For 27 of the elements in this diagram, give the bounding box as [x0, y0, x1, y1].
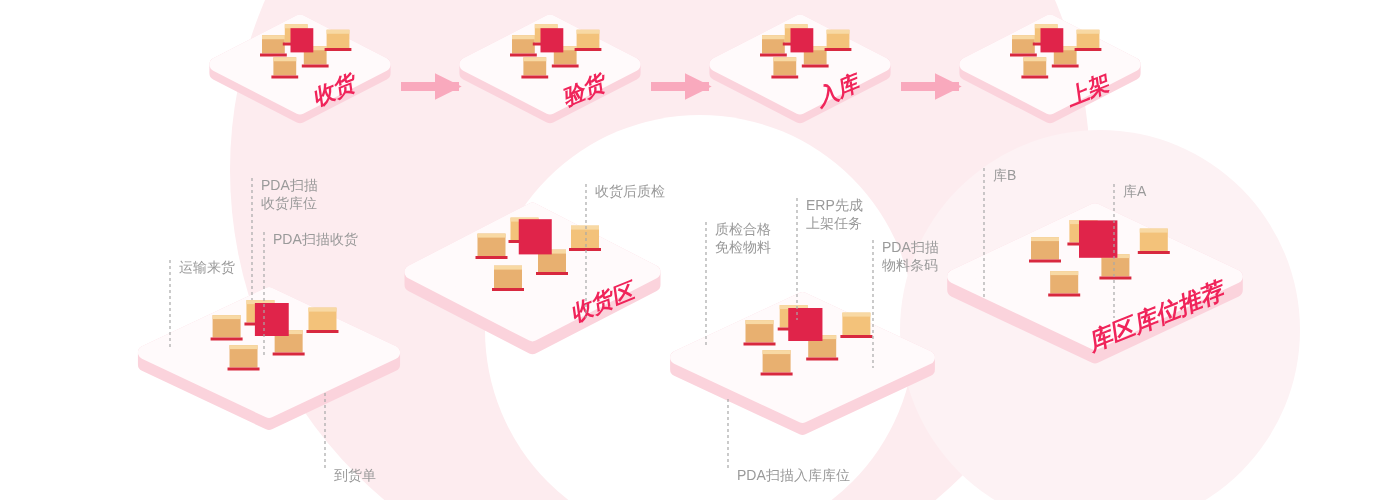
leader-line [796, 197, 798, 321]
leader-line [727, 397, 729, 469]
stage-title: 收货区 [565, 277, 638, 329]
leader-line [585, 183, 587, 319]
callout-label: PDA扫描入库库位 [728, 466, 850, 484]
arrow [651, 73, 712, 100]
stage-title: 入库 [811, 69, 864, 113]
callout-label: 库B [984, 166, 1017, 184]
leader-line [872, 239, 874, 369]
callout-label: ERP先成上架任务 [797, 196, 868, 232]
callout-label: 质检合格免检物料 [706, 220, 777, 256]
callout-label: PDA扫描物料条码 [873, 238, 944, 274]
callout-label: PDA扫描收货 [264, 230, 358, 248]
stage-title: 库区库位推荐 [1083, 275, 1229, 357]
callout-label: 到货单 [325, 466, 376, 484]
callout-label: PDA扫描收货库位 [252, 176, 323, 212]
arrow [401, 73, 462, 100]
callout-label: 库A [1114, 182, 1147, 200]
callout-label: 运输来货 [170, 258, 235, 276]
leader-line [1113, 183, 1115, 319]
arrow [901, 73, 962, 100]
leader-line [263, 231, 265, 356]
stage-title: 收货 [307, 69, 360, 113]
stage-title: 上架 [1061, 69, 1114, 113]
callout-label: 收货后质检 [586, 182, 665, 200]
stage-title: 验货 [557, 69, 610, 113]
leader-line [251, 177, 253, 301]
